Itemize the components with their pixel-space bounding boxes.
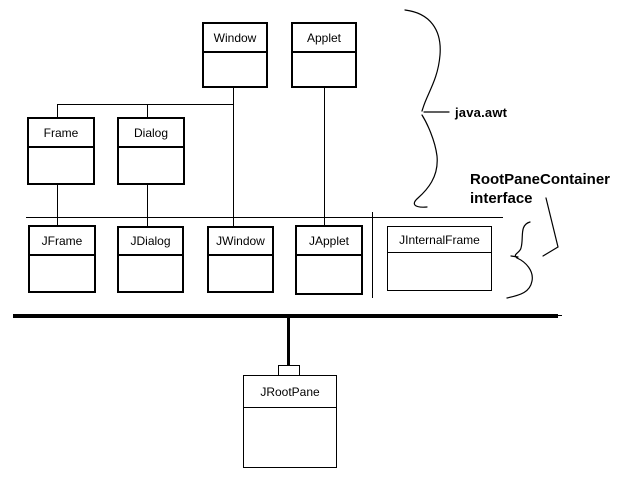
window-to-jwindow-line [233, 88, 234, 226]
class-label-jinternalframe: JInternalFrame [388, 227, 491, 253]
class-box-window: Window [202, 22, 268, 88]
class-box-dialog: Dialog [117, 117, 185, 185]
class-label-jwindow: JWindow [209, 228, 272, 256]
class-box-frame: Frame [27, 117, 95, 185]
class-label-dialog: Dialog [119, 119, 183, 148]
class-box-japplet: JApplet [295, 225, 363, 295]
class-box-jframe: JFrame [28, 225, 96, 293]
jrootpane-vertical-stub [287, 318, 290, 365]
frame-to-jframe-line [57, 185, 58, 225]
class-box-applet: Applet [291, 22, 357, 88]
java-awt-brace [404, 9, 450, 208]
class-label-window: Window [204, 24, 266, 53]
rootpane-container-label-line1: RootPaneContainer [470, 171, 611, 188]
japplet-jinternalframe-separator-line [372, 212, 373, 298]
rootpane-container-label: RootPaneContainer interface [470, 170, 610, 208]
dialog-to-jdialog-line [147, 185, 148, 226]
class-label-applet: Applet [293, 24, 355, 53]
class-box-jwindow: JWindow [207, 226, 274, 293]
rootpane-brace [506, 221, 533, 299]
class-label-japplet: JApplet [297, 227, 361, 256]
class-box-jdialog: JDialog [117, 226, 184, 293]
class-box-jinternalframe: JInternalFrame [387, 226, 492, 291]
rootpane-thick-horizontal-line [13, 314, 558, 318]
applet-to-japplet-line [324, 88, 325, 225]
dialog-parent-stub [147, 104, 148, 117]
frame-parent-stub [57, 104, 58, 117]
class-label-jframe: JFrame [30, 227, 94, 256]
awt-children-horizontal-line [57, 104, 233, 105]
swing-row-horizontal-line [26, 217, 503, 218]
rootpane-thick-line-end-tick [558, 315, 562, 316]
class-label-frame: Frame [29, 119, 93, 148]
class-box-jrootpane: JRootPane [243, 375, 337, 468]
java-awt-label: java.awt [455, 105, 508, 120]
rootpane-container-label-line2: interface [470, 190, 533, 207]
class-label-jdialog: JDialog [119, 228, 182, 256]
class-label-jrootpane: JRootPane [244, 376, 336, 408]
